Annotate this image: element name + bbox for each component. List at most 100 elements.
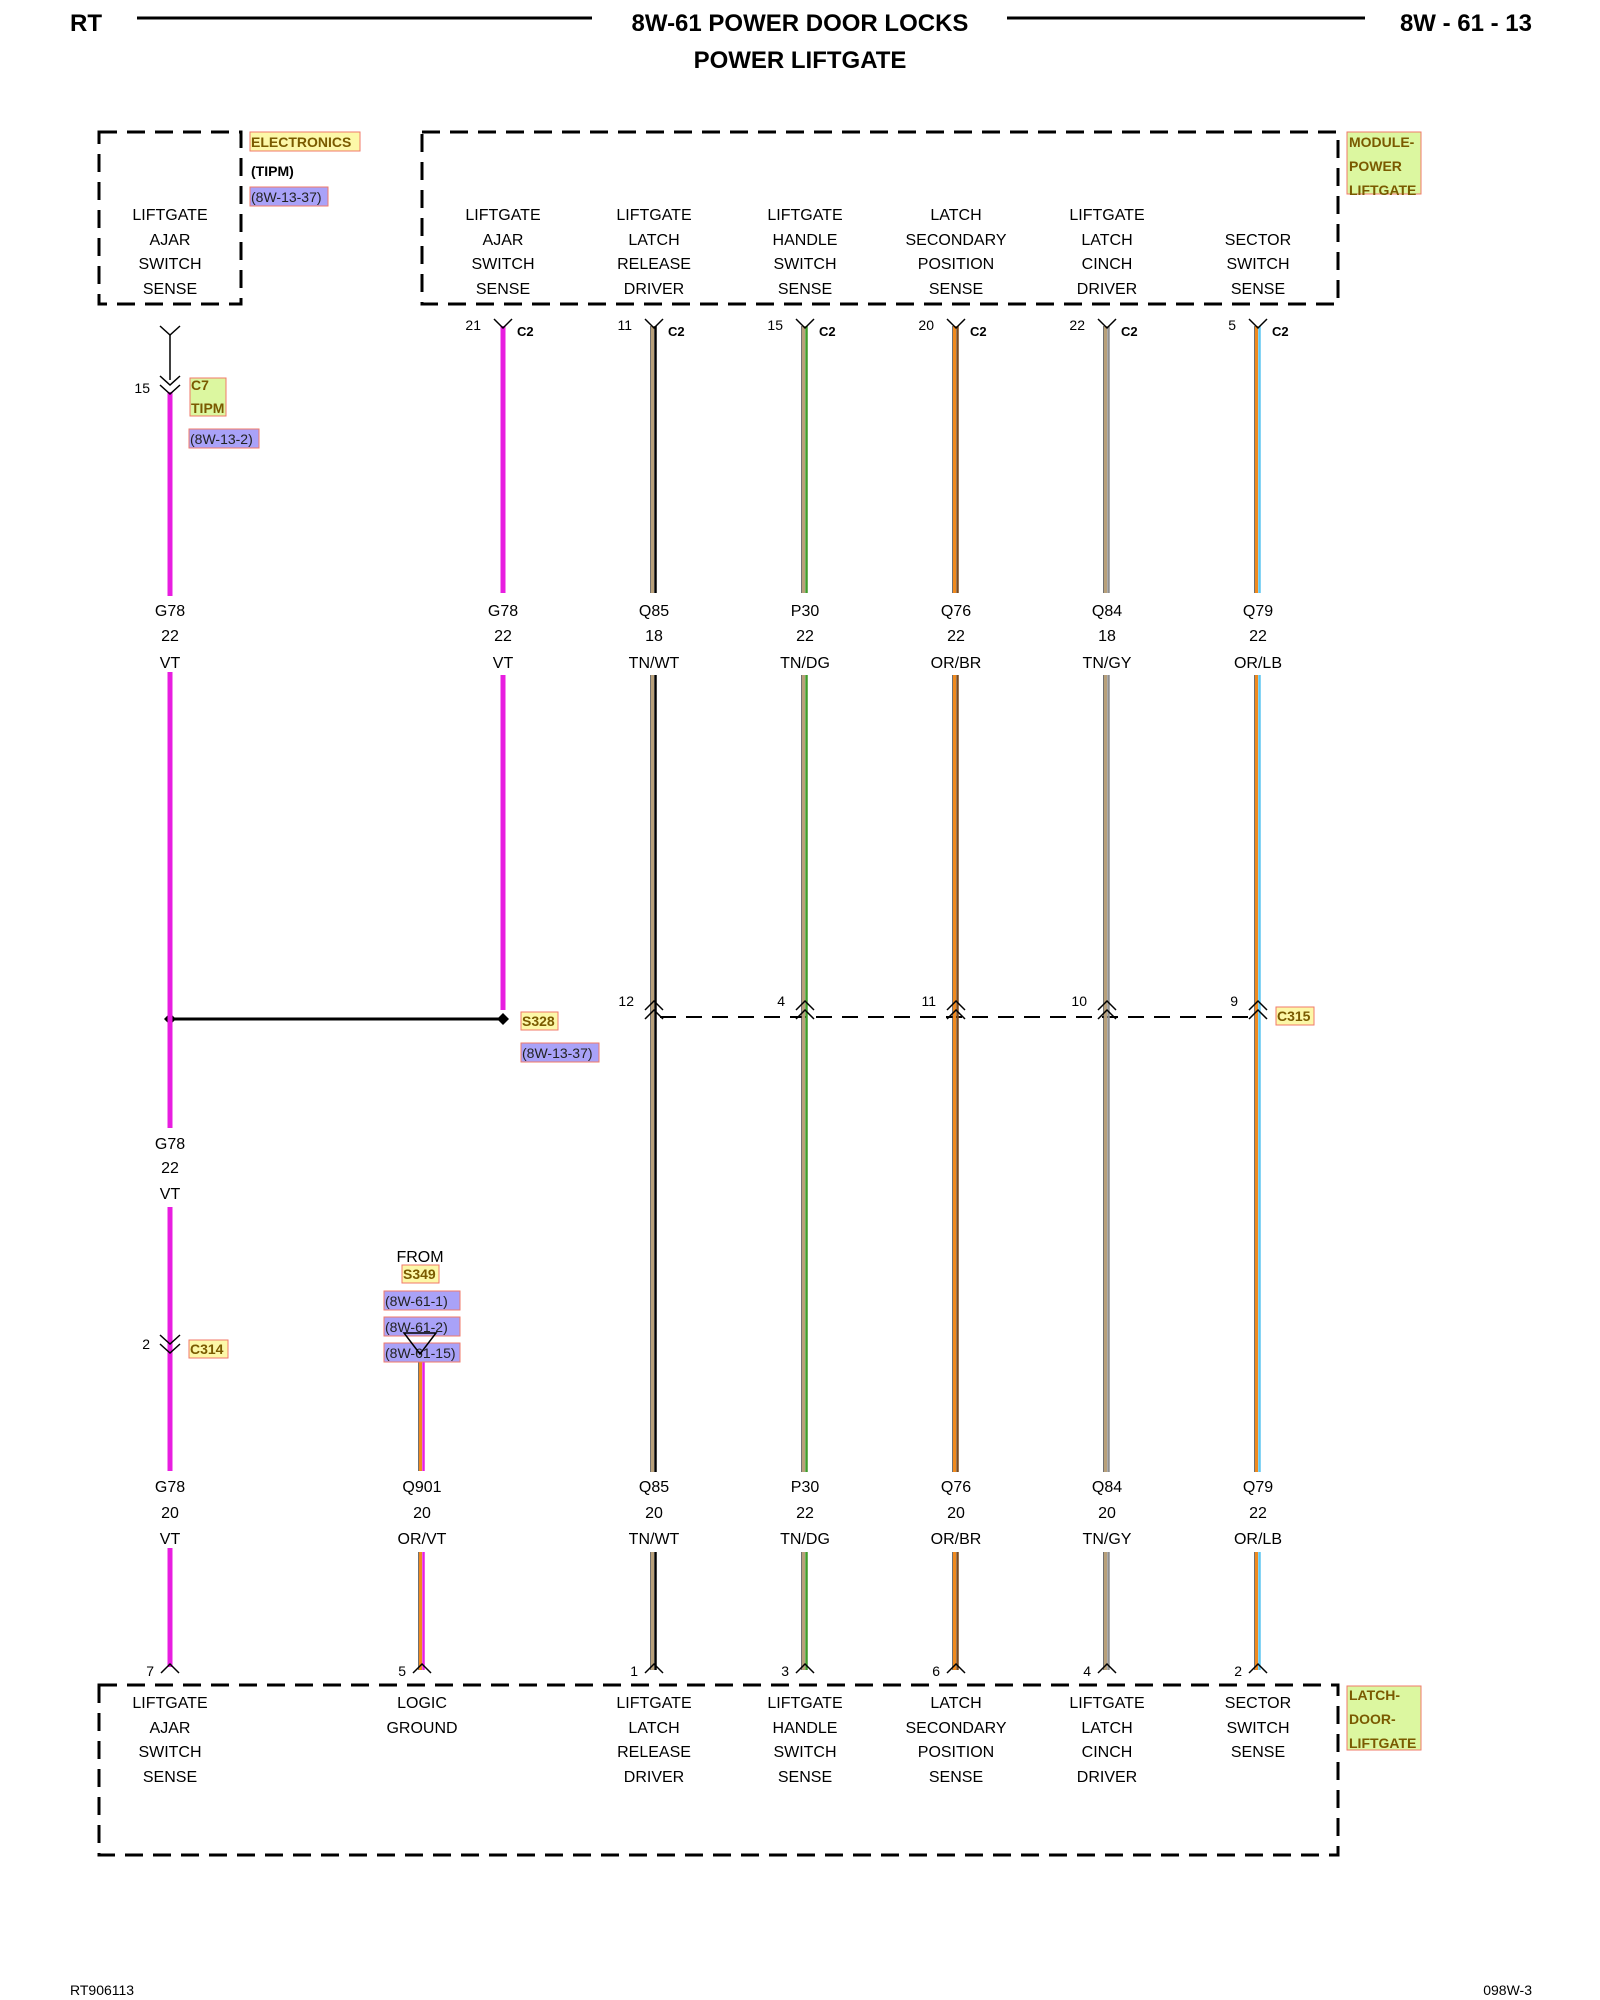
tipm-top-label-2: AJAR (150, 232, 191, 249)
cinch-top-label-4: DRIVER (1077, 281, 1137, 298)
tipm-name-highlight (249, 131, 361, 152)
tipm-wire1-label-2: 22 (161, 628, 179, 645)
module-box (420, 130, 1340, 306)
c7-arrow-upper (159, 375, 181, 387)
release-bottom-label-4: DRIVER (624, 1769, 684, 1786)
sector-top-label-2: SECTOR (1225, 232, 1291, 249)
handle-bottom-label-1: LIFTGATE (767, 1695, 842, 1712)
sector-c315-pin: 9 (1230, 993, 1238, 1009)
page-header: RT 8W-61 POWER DOOR LOCKS 8W - 61 - 13 P… (70, 10, 1532, 74)
module-component-label: MODULE- POWER LIFTGATE (1346, 131, 1422, 198)
ground-ref-1-highlight (383, 1290, 461, 1311)
c315-name-highlight (1275, 1006, 1315, 1026)
c315-name: C315 (1277, 1008, 1311, 1024)
secondary-top-pin: 20 (918, 317, 934, 333)
tipm-box (97, 130, 243, 306)
footer-left: RT906113 (70, 1982, 134, 1998)
s328-splice-dot-right (497, 1013, 509, 1025)
secondary-bottom-arrow (946, 1662, 966, 1674)
handle-bottom-pin: 3 (781, 1663, 789, 1679)
ground-wire-label-2: 20 (413, 1505, 431, 1522)
release-top-conn: C2 (668, 324, 685, 339)
handle-bottom-label-2: HANDLE (773, 1720, 838, 1737)
page-title: 8W-61 POWER DOOR LOCKS (632, 10, 969, 37)
latch-component-label: LATCH- DOOR- LIFTGATE (1346, 1685, 1422, 1751)
s328-name-highlight (520, 1011, 559, 1031)
module-ajar-wire1-label-1: G78 (488, 603, 518, 620)
secondary-wire2-label-3: OR/BR (931, 1531, 982, 1548)
tipm-abbr: (TIPM) (251, 163, 294, 179)
cinch-bottom-label-3: CINCH (1082, 1744, 1133, 1761)
sector-c315-arrow-upper (1248, 999, 1268, 1011)
secondary-top-label-2: SECONDARY (905, 232, 1006, 249)
secondary-top-label-4: SENSE (929, 281, 983, 298)
cinch-top-label-3: CINCH (1082, 256, 1133, 273)
sector-bottom-label-1: SECTOR (1225, 1695, 1291, 1712)
cinch-top-arrow (1097, 318, 1117, 330)
sector-top-conn: C2 (1272, 324, 1289, 339)
tipm-wire-mid-label-1: G78 (155, 1136, 185, 1153)
tipm-wire2-label-3: VT (160, 1531, 181, 1548)
cinch-bottom-label-2: LATCH (1081, 1720, 1132, 1737)
module-name-line-3: LIFTGATE (1349, 182, 1416, 198)
c314-name: C314 (190, 1341, 224, 1357)
module-name-line-2: POWER (1349, 158, 1402, 174)
release-top-label-3: RELEASE (617, 256, 691, 273)
tipm-top-label-4: SENSE (143, 281, 197, 298)
handle-top-label-3: SWITCH (773, 256, 836, 273)
c7-pin: 15 (134, 380, 150, 396)
tipm-top-label-1: LIFTGATE (132, 207, 207, 224)
release-wire1-label-2: 18 (645, 628, 663, 645)
release-top-label-1: LIFTGATE (616, 207, 691, 224)
release-bottom-label-1: LIFTGATE (616, 1695, 691, 1712)
release-wire2-label-1: Q85 (639, 1479, 669, 1496)
secondary-wire1-label-1: Q76 (941, 603, 971, 620)
c7-name-highlight (189, 377, 227, 417)
module-ajar-top-label-4: SENSE (476, 281, 530, 298)
cinch-wire1-label-2: 18 (1098, 628, 1116, 645)
tipm-wire2-label-1: G78 (155, 1479, 185, 1496)
release-top-pin: 11 (617, 317, 632, 333)
release-bottom-pin: 1 (630, 1663, 638, 1679)
cinch-bottom-label-4: DRIVER (1077, 1769, 1137, 1786)
c7-ref-highlight (188, 428, 260, 449)
ground-from: FROM (396, 1249, 443, 1266)
footer-right: 098W-3 (1483, 1982, 1532, 1998)
tipm-c2-arrow (159, 325, 181, 337)
s349-name-highlight (401, 1264, 440, 1284)
ground-bottom-label-2: GROUND (386, 1720, 457, 1737)
cinch-top-label-1: LIFTGATE (1069, 207, 1144, 224)
cinch-wire1-label-1: Q84 (1092, 603, 1122, 620)
sector-wire1-label-3: OR/LB (1234, 655, 1282, 672)
release-c315-pin: 12 (618, 993, 634, 1009)
tipm-wire1-label-3: VT (160, 655, 181, 672)
module-ajar-top-label-1: LIFTGATE (465, 207, 540, 224)
release-c315-arrow-upper (644, 999, 664, 1011)
latch-box (97, 1683, 1340, 1857)
secondary-bottom-label-3: POSITION (918, 1744, 994, 1761)
release-bottom-label-2: LATCH (628, 1720, 679, 1737)
cinch-wire2-label-3: TN/GY (1083, 1531, 1132, 1548)
tipm-bottom-label-2: AJAR (150, 1720, 191, 1737)
ground-splice-triangle (402, 1332, 438, 1356)
handle-bottom-arrow (795, 1662, 815, 1674)
secondary-top-label-3: POSITION (918, 256, 994, 273)
c7-ref: (8W-13-2) (190, 431, 253, 447)
cinch-bottom-pin: 4 (1083, 1663, 1091, 1679)
page-subtitle: POWER LIFTGATE (694, 47, 907, 74)
secondary-top-label-1: LATCH (930, 207, 981, 224)
s328-splice-label: S328 (8W-13-37) (520, 1011, 600, 1063)
c314-arrow-lower (159, 1343, 181, 1355)
handle-c315-pin: 4 (777, 993, 785, 1009)
tipm-bottom-label-3: SWITCH (138, 1744, 201, 1761)
ground-wire-label-1: Q901 (402, 1479, 441, 1496)
cinch-c315-arrow-upper (1097, 999, 1117, 1011)
tipm-name: ELECTRONICS (251, 134, 351, 150)
handle-top-arrow (795, 318, 815, 330)
sector-c315-arrow-lower (1248, 1008, 1268, 1020)
secondary-wire2-label-1: Q76 (941, 1479, 971, 1496)
ground-wire-label-3: OR/VT (398, 1531, 447, 1548)
cinch-bottom-arrow (1097, 1662, 1117, 1674)
c7-name-line-2: TIPM (191, 400, 224, 416)
sector-wire2-label-2: 22 (1249, 1505, 1267, 1522)
